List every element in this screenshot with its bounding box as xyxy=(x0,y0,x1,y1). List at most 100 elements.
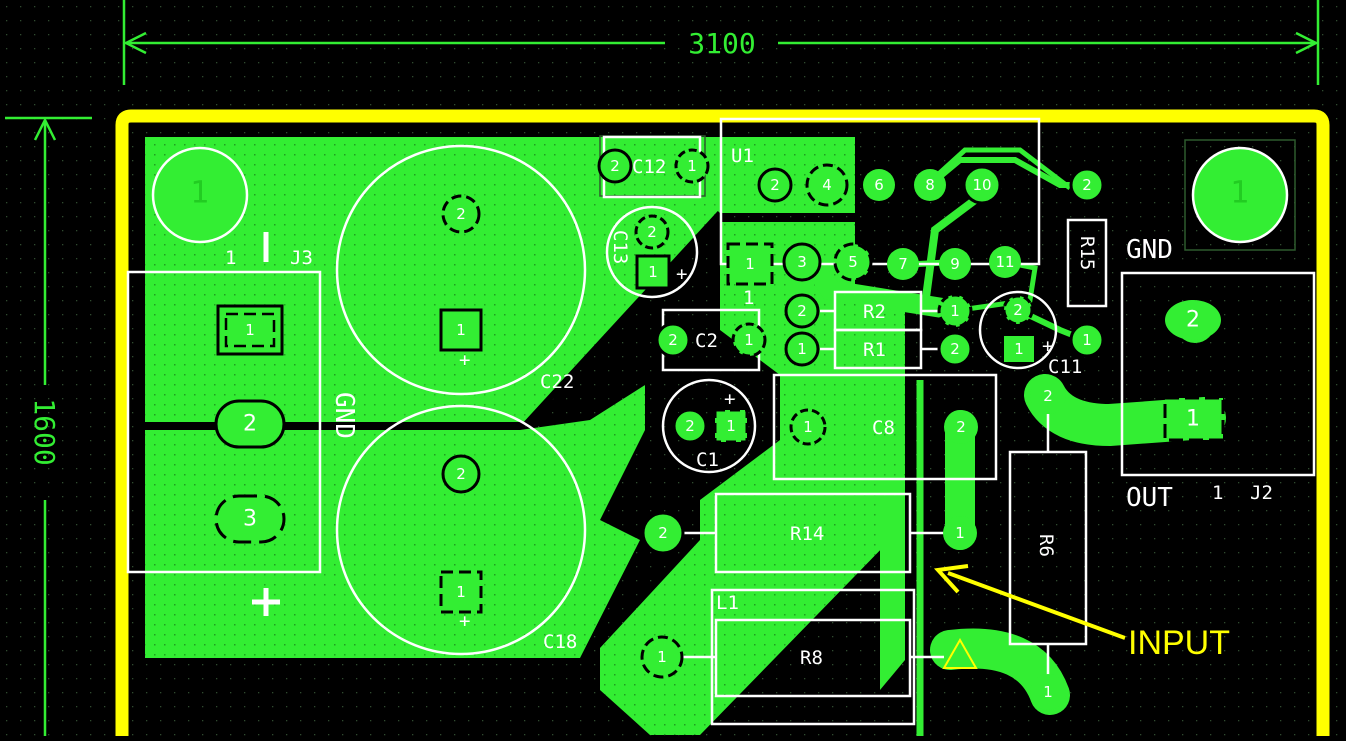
svg-text:1: 1 xyxy=(1212,482,1223,504)
svg-text:C11: C11 xyxy=(1048,356,1082,378)
svg-text:2: 2 xyxy=(456,205,466,223)
svg-text:2: 2 xyxy=(770,176,780,194)
svg-text:2: 2 xyxy=(685,417,695,435)
svg-text:1: 1 xyxy=(1186,407,1200,432)
svg-text:+: + xyxy=(459,610,470,632)
svg-text:R1: R1 xyxy=(863,339,886,361)
input-annotation: INPUT xyxy=(933,564,1230,662)
svg-text:2: 2 xyxy=(243,412,257,437)
svg-text:1: 1 xyxy=(744,331,754,349)
svg-text:+: + xyxy=(1042,335,1053,357)
capacitor-c2: 2 1 C2 xyxy=(655,308,767,372)
resistor-r8: 1 R8 xyxy=(640,618,978,698)
svg-text:10: 10 xyxy=(972,176,991,194)
svg-text:4: 4 xyxy=(822,176,832,194)
svg-text:1: 1 xyxy=(803,418,813,436)
capacitor-c13: 2 1 + C13 xyxy=(605,205,699,299)
svg-text:11: 11 xyxy=(995,253,1014,271)
svg-text:1: 1 xyxy=(955,524,965,542)
svg-text:1: 1 xyxy=(245,321,255,339)
svg-text:1: 1 xyxy=(657,648,667,666)
svg-text:1: 1 xyxy=(745,255,755,273)
svg-text:1: 1 xyxy=(950,302,960,320)
ic-u1: U1 1 2 4 6 8 10 1 3 5 7 9 11 xyxy=(719,117,1041,309)
svg-text:8: 8 xyxy=(925,176,935,194)
board-outline xyxy=(115,109,1330,736)
width-dimension xyxy=(122,0,1320,85)
svg-text:2: 2 xyxy=(456,465,466,483)
svg-text:1: 1 xyxy=(1082,331,1092,349)
svg-text:9: 9 xyxy=(950,255,960,273)
svg-text:2: 2 xyxy=(658,524,668,542)
mounting-hole-left: 1 xyxy=(151,146,249,244)
svg-text:J2: J2 xyxy=(1250,482,1273,504)
svg-text:2: 2 xyxy=(610,157,620,175)
svg-text:1: 1 xyxy=(1014,340,1024,358)
svg-text:2: 2 xyxy=(956,418,966,436)
svg-text:1: 1 xyxy=(190,176,209,211)
capacitor-c22: 2 1 + C22 xyxy=(335,144,587,396)
svg-text:C18: C18 xyxy=(543,631,577,653)
width-dimension-label: 3100 xyxy=(688,27,755,60)
out-label: OUT xyxy=(1126,483,1173,513)
svg-text:1: 1 xyxy=(687,157,697,175)
svg-text:2: 2 xyxy=(647,223,657,241)
svg-text:C2: C2 xyxy=(695,330,718,352)
svg-text:C1: C1 xyxy=(696,449,719,471)
svg-text:R6: R6 xyxy=(1035,534,1057,557)
svg-text:1: 1 xyxy=(726,417,736,435)
resistor-r1: 1 2 R1 xyxy=(784,328,973,370)
svg-text:2: 2 xyxy=(1186,308,1200,333)
svg-text:5: 5 xyxy=(848,253,858,271)
input-label: INPUT xyxy=(1128,624,1230,662)
svg-text:1: 1 xyxy=(225,247,236,269)
svg-text:R14: R14 xyxy=(790,523,824,545)
svg-text:2: 2 xyxy=(797,302,807,320)
capacitor-c18: 2 1 + C18 xyxy=(335,404,587,656)
connector-j2: 2 1 1 J2 xyxy=(1120,271,1316,504)
svg-text:2: 2 xyxy=(1082,176,1092,194)
svg-text:2: 2 xyxy=(950,340,960,358)
capacitor-c1: 2 1 + C1 xyxy=(661,378,757,474)
resistor-r15: 2 1 R15 xyxy=(1066,167,1108,358)
resistor-r2: 2 1 R2 xyxy=(784,290,973,332)
svg-text:1: 1 xyxy=(797,340,807,358)
svg-text:1: 1 xyxy=(456,583,466,601)
height-dimension-label: 1600 xyxy=(28,398,61,465)
resistor-r6: 2 1 R6 xyxy=(1008,378,1088,710)
gnd-pour-bottom xyxy=(145,385,645,658)
svg-text:U1: U1 xyxy=(731,145,754,167)
resistor-r14: 2 1 R14 xyxy=(641,492,977,574)
height-dimension xyxy=(5,116,92,736)
svg-text:3: 3 xyxy=(243,507,257,532)
svg-text:1: 1 xyxy=(456,321,466,339)
input-pour-edge xyxy=(880,480,905,690)
mounting-hole-right: 1 xyxy=(1184,139,1296,251)
svg-text:C13: C13 xyxy=(609,230,631,264)
gnd-label-right: GND xyxy=(1126,235,1173,265)
svg-text:C12: C12 xyxy=(632,156,666,178)
svg-text:+: + xyxy=(459,349,470,371)
svg-text:R8: R8 xyxy=(800,647,823,669)
svg-text:1: 1 xyxy=(1043,683,1053,701)
svg-text:1: 1 xyxy=(648,263,658,281)
capacitor-c11: 2 1 + C11 xyxy=(978,290,1082,378)
svg-text:2: 2 xyxy=(668,331,678,349)
svg-text:L1: L1 xyxy=(716,592,739,614)
svg-text:3: 3 xyxy=(797,253,807,271)
capacitor-c8: 1 2 C8 xyxy=(772,373,998,481)
svg-text:1: 1 xyxy=(743,287,754,309)
svg-text:+: + xyxy=(676,263,687,285)
svg-text:7: 7 xyxy=(898,255,908,273)
svg-text:J3: J3 xyxy=(290,247,313,269)
capacitor-c12: 2 1 C12 xyxy=(597,135,710,199)
svg-text:+: + xyxy=(724,388,735,410)
svg-text:6: 6 xyxy=(874,176,884,194)
svg-text:2: 2 xyxy=(1043,387,1053,405)
svg-text:2: 2 xyxy=(1013,301,1023,319)
svg-text:C22: C22 xyxy=(540,371,574,393)
svg-text:1: 1 xyxy=(1230,176,1249,211)
svg-text:C8: C8 xyxy=(872,417,895,439)
